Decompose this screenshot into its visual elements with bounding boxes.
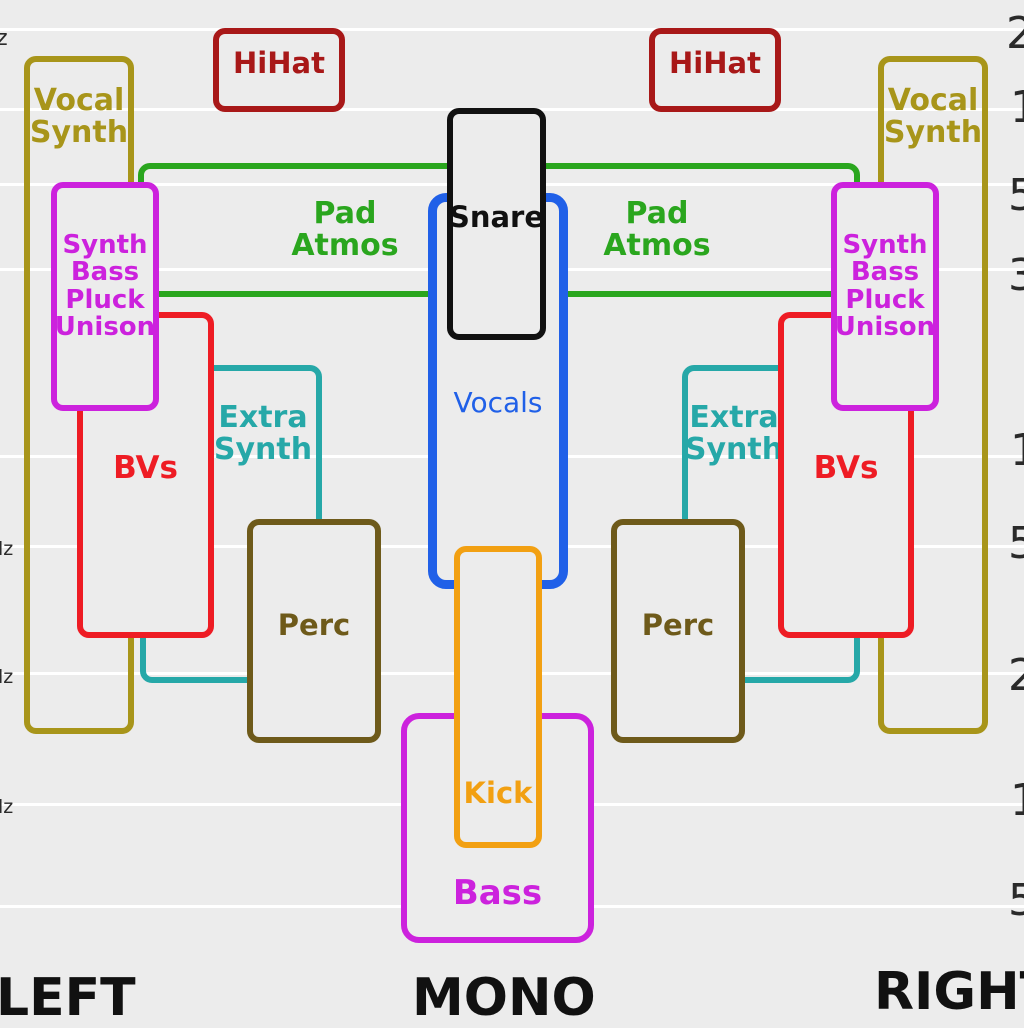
synth-bass-right-box [831, 182, 939, 411]
left-tick-label: lz [0, 796, 14, 818]
axis-left-label: LEFT [0, 968, 136, 1028]
snare-label: Snare [448, 200, 545, 234]
right-tick-label: 1 [1010, 775, 1024, 826]
perc-right-label: Perc [641, 608, 715, 642]
right-tick-label: 5 [1008, 170, 1024, 221]
vocal-synth-left-label: Vocal Synth [29, 83, 129, 150]
gridline [0, 28, 1024, 31]
right-tick-label: 5 [1008, 518, 1024, 569]
right-tick-label: 2 [1006, 8, 1024, 59]
pad-atmos-right-label: Pad Atmos [603, 196, 711, 263]
perc-left-box [247, 519, 381, 743]
perc-right-box [611, 519, 745, 743]
hihat-left-box [213, 28, 345, 112]
bass-label: Bass [452, 873, 543, 913]
kick-label: Kick [463, 776, 533, 810]
right-tick-label: 2 [1008, 650, 1024, 701]
vocals-label: Vocals [453, 386, 543, 419]
perc-left-label: Perc [277, 608, 351, 642]
right-tick-label: 5 [1008, 875, 1024, 926]
right-tick-label: 1 [1010, 82, 1024, 133]
kick-box [454, 546, 542, 848]
bvs-right-label: BVs [813, 450, 879, 486]
axis-mono-label: MONO [412, 968, 596, 1028]
extra-synth-left-label: Extra Synth [213, 400, 313, 467]
extra-synth-right-label: Extra Synth [684, 400, 784, 467]
synth-bass-left-label: Synth Bass Pluck Unison [54, 230, 156, 342]
left-tick-label: lz [0, 538, 14, 560]
synth-bass-left-box [51, 182, 159, 411]
snare-box [447, 108, 546, 340]
axis-right-label: RIGHT [874, 962, 1024, 1022]
hihat-right-label: HiHat [669, 46, 761, 80]
pad-atmos-left-label: Pad Atmos [291, 196, 399, 263]
hihat-left-label: HiHat [233, 46, 325, 80]
left-tick-label: lz [0, 666, 14, 688]
right-tick-label: 3 [1008, 250, 1024, 301]
right-tick-label: 1 [1010, 425, 1024, 476]
vocal-synth-right-label: Vocal Synth [883, 83, 983, 150]
hihat-right-box [649, 28, 781, 112]
left-tick-label: lz [0, 26, 8, 51]
synth-bass-right-label: Synth Bass Pluck Unison [834, 230, 936, 342]
bvs-left-label: BVs [113, 450, 178, 486]
